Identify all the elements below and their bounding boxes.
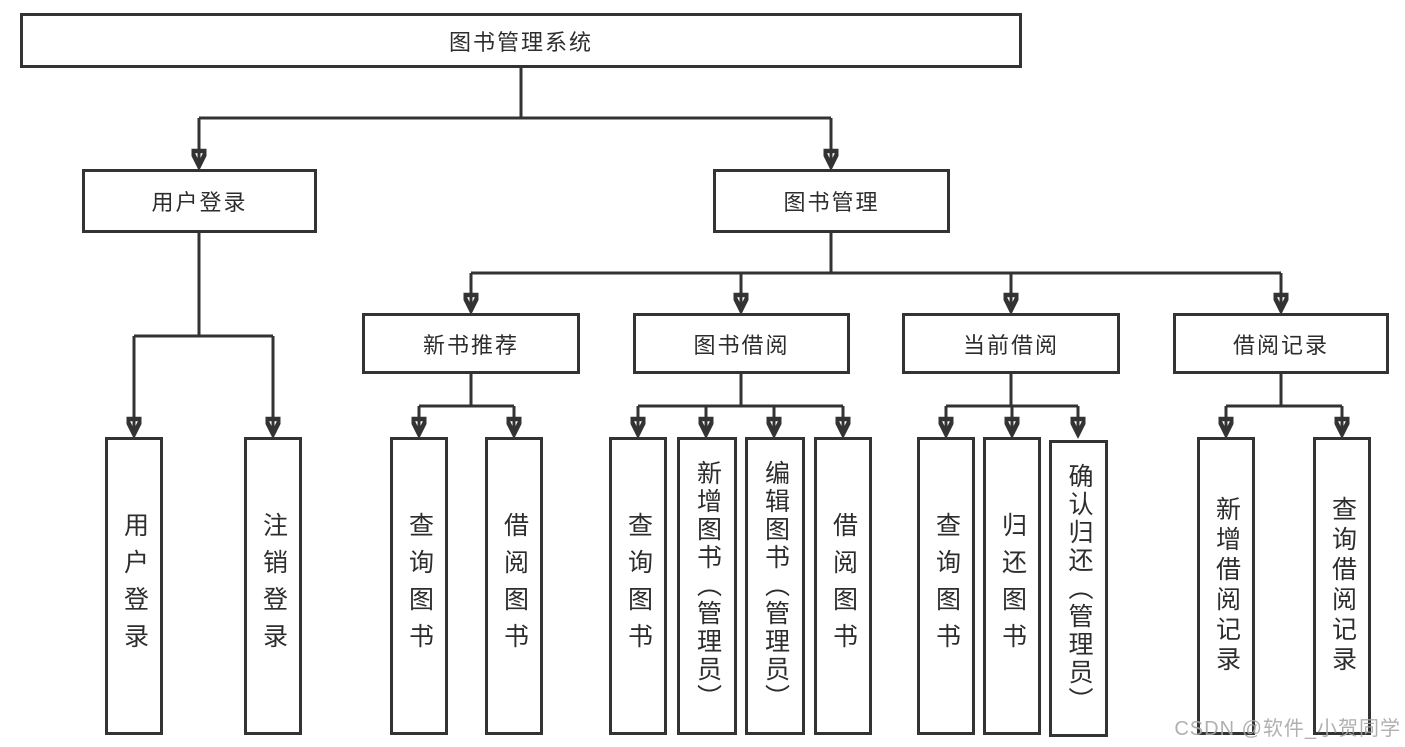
leaf-logout-label: 注销登录 [259,512,288,660]
leaf-bb-query-book-label: 查询图书 [624,512,653,660]
node-user-login-label: 用户登录 [151,190,248,215]
leaf-rec-query-book: 查询图书 [390,437,448,735]
leaf-cb-return-book: 归还图书 [983,437,1041,735]
node-root: 图书管理系统 [20,13,1022,68]
leaf-cb-return-book-label: 归还图书 [998,512,1027,660]
leaf-cb-confirm-return: 确认归还（管理员） [1049,440,1108,737]
leaf-br-add-record-label: 新增借阅记录 [1212,496,1241,676]
node-book-borrow: 图书借阅 [633,313,850,374]
leaf-bb-query-book: 查询图书 [609,437,667,735]
node-borrow-record: 借阅记录 [1173,313,1389,374]
leaf-user-login: 用户登录 [105,437,163,735]
leaf-bb-add-book-label: 新增图书（管理员） [693,460,722,712]
leaf-bb-borrow-book-label: 借阅图书 [829,512,858,660]
csdn-watermark: CSDN @软件_小贺同学 [1174,718,1401,740]
node-current-borrow: 当前借阅 [902,313,1120,374]
node-new-book-rec: 新书推荐 [362,313,580,374]
leaf-bb-edit-book-label: 编辑图书（管理员） [761,460,790,712]
leaf-cb-confirm-return-label: 确认归还（管理员） [1065,462,1093,715]
node-root-label: 图书管理系统 [448,29,593,55]
node-user-login: 用户登录 [82,169,317,233]
node-book-mgmt-label: 图书管理 [783,190,880,215]
leaf-br-query-record: 查询借阅记录 [1313,437,1371,735]
leaf-br-add-record: 新增借阅记录 [1197,437,1255,735]
leaf-rec-borrow-book: 借阅图书 [485,437,543,735]
leaf-bb-add-book: 新增图书（管理员） [677,437,737,735]
leaf-rec-borrow-book-label: 借阅图书 [500,512,529,660]
node-book-mgmt: 图书管理 [713,169,950,233]
node-current-borrow-label: 当前借阅 [962,332,1059,358]
leaf-rec-query-book-label: 查询图书 [405,512,434,660]
leaf-cb-query-book-label: 查询图书 [932,512,961,660]
leaf-user-login-label: 用户登录 [120,512,149,660]
node-book-borrow-label: 图书借阅 [693,332,790,358]
leaf-bb-borrow-book: 借阅图书 [814,437,872,735]
leaf-cb-query-book: 查询图书 [917,437,975,735]
node-new-book-rec-label: 新书推荐 [422,332,519,358]
leaf-bb-edit-book: 编辑图书（管理员） [745,437,805,735]
leaf-br-query-record-label: 查询借阅记录 [1328,496,1357,676]
leaf-logout: 注销登录 [244,437,302,735]
node-borrow-record-label: 借阅记录 [1232,332,1329,358]
